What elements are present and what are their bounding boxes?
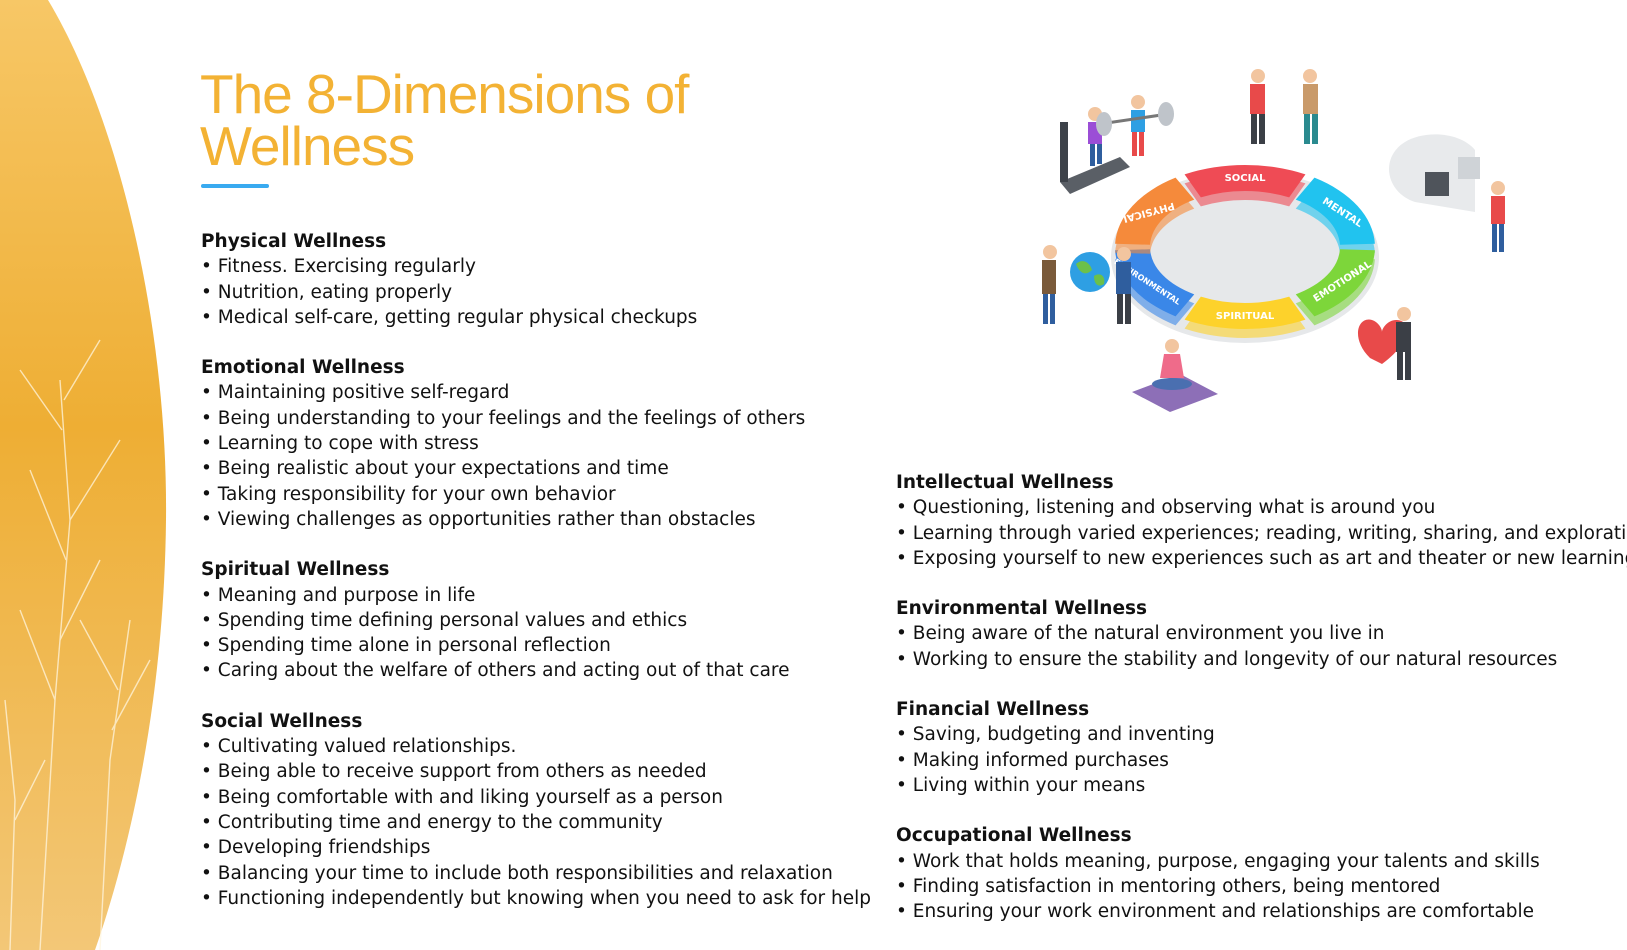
list-item: Cultivating valued relationships. bbox=[201, 734, 881, 759]
list-item: Balancing your time to include both resp… bbox=[201, 861, 881, 886]
section-spiritual-wellness: Spiritual Wellness Meaning and purpose i… bbox=[201, 557, 881, 683]
list-item: Caring about the welfare of others and a… bbox=[201, 658, 881, 683]
bullet-list: Fitness. Exercising regularly Nutrition,… bbox=[201, 254, 881, 330]
section-intellectual-wellness: Intellectual Wellness Questioning, liste… bbox=[896, 470, 1627, 571]
wheel-label: SPIRITUAL bbox=[1216, 311, 1275, 322]
handshake-people-icon bbox=[1250, 69, 1318, 144]
list-item: Medical self-care, getting regular physi… bbox=[201, 305, 881, 330]
list-item: Fitness. Exercising regularly bbox=[201, 254, 881, 279]
section-heading: Occupational Wellness bbox=[896, 825, 1132, 847]
list-item: Exposing yourself to new experiences suc… bbox=[896, 546, 1627, 571]
list-item: Making informed purchases bbox=[896, 748, 1616, 773]
right-column: Intellectual Wellness Questioning, liste… bbox=[896, 470, 1627, 949]
section-heading: Intellectual Wellness bbox=[896, 472, 1114, 493]
wheel-segment-social bbox=[1184, 165, 1306, 198]
list-item: Functioning independently but knowing wh… bbox=[201, 886, 881, 911]
puzzle-head-icon bbox=[1388, 134, 1505, 252]
section-heading: Emotional Wellness bbox=[201, 357, 405, 379]
section-social-wellness: Social Wellness Cultivating valued relat… bbox=[201, 709, 881, 911]
bullet-list: Work that holds meaning, purpose, engagi… bbox=[896, 849, 1616, 925]
list-item: Developing friendships bbox=[201, 835, 881, 860]
list-item: Being comfortable with and liking yourse… bbox=[201, 785, 881, 810]
weightlifter-icon bbox=[1096, 95, 1174, 156]
bullet-list: Being aware of the natural environment y… bbox=[896, 621, 1616, 672]
list-item: Questioning, listening and observing wha… bbox=[896, 495, 1616, 520]
page-title: The 8-Dimensions of Wellness bbox=[200, 67, 689, 174]
list-item: Work that holds meaning, purpose, engagi… bbox=[896, 849, 1616, 874]
wheel-segment-physical bbox=[1115, 177, 1195, 245]
wheel-segment-spiritual bbox=[1184, 296, 1306, 329]
list-item: Nutrition, eating properly bbox=[201, 280, 881, 305]
treadmill-figure-icon bbox=[1060, 107, 1130, 194]
list-item: Working to ensure the stability and long… bbox=[896, 647, 1616, 672]
list-item: Contributing time and energy to the comm… bbox=[201, 810, 881, 835]
list-item: Spending time defining personal values a… bbox=[201, 608, 881, 633]
list-item: Learning through varied experiences; rea… bbox=[896, 521, 1627, 546]
section-heading: Environmental Wellness bbox=[896, 598, 1148, 620]
list-item: Meaning and purpose in life bbox=[201, 583, 881, 608]
title-line-1: The 8-Dimensions of bbox=[200, 63, 689, 125]
globe-people-icon bbox=[1042, 245, 1131, 324]
section-emotional-wellness: Emotional Wellness Maintaining positive … bbox=[201, 355, 881, 532]
title-underline bbox=[201, 184, 269, 188]
wheel-segment-mental bbox=[1295, 177, 1375, 245]
list-item: Ensuring your work environment and relat… bbox=[896, 899, 1616, 924]
list-item: Maintaining positive self-regard bbox=[201, 380, 881, 405]
list-item: Viewing challenges as opportunities rath… bbox=[201, 507, 881, 532]
wheel-segment-environmental bbox=[1115, 249, 1195, 317]
heart-person-icon bbox=[1357, 307, 1411, 380]
yoga-person-icon bbox=[1132, 339, 1218, 412]
title-line-2: Wellness bbox=[200, 115, 415, 177]
section-heading: Spiritual Wellness bbox=[201, 559, 390, 581]
section-heading: Physical Wellness bbox=[201, 231, 387, 252]
bullet-list: Saving, budgeting and inventing Making i… bbox=[896, 722, 1616, 798]
list-item: Saving, budgeting and inventing bbox=[896, 722, 1616, 747]
section-physical-wellness: Physical Wellness Fitness. Exercising re… bbox=[201, 229, 881, 330]
section-environmental-wellness: Environmental Wellness Being aware of th… bbox=[896, 596, 1616, 672]
list-item: Spending time alone in personal reflecti… bbox=[201, 633, 881, 658]
bullet-list: Maintaining positive self-regard Being u… bbox=[201, 380, 881, 532]
bullet-list: Meaning and purpose in life Spending tim… bbox=[201, 583, 881, 684]
decorative-background-arc bbox=[0, 0, 167, 950]
wellness-wheel-illustration: SOCIALMENTALEMOTIONALSPIRITUALENVIRONMEN… bbox=[1042, 69, 1505, 412]
section-heading: Financial Wellness bbox=[896, 699, 1090, 721]
list-item: Learning to cope with stress bbox=[201, 431, 881, 456]
bullet-list: Cultivating valued relationships. Being … bbox=[201, 734, 881, 911]
list-item: Living within your means bbox=[896, 773, 1616, 798]
list-item: Being aware of the natural environment y… bbox=[896, 621, 1616, 646]
list-item: Finding satisfaction in mentoring others… bbox=[896, 874, 1616, 899]
list-item: Being realistic about your expectations … bbox=[201, 456, 881, 481]
wheel-segment-emotional bbox=[1295, 249, 1375, 317]
bullet-list: Questioning, listening and observing wha… bbox=[896, 495, 1627, 571]
section-financial-wellness: Financial Wellness Saving, budgeting and… bbox=[896, 697, 1616, 798]
list-item: Taking responsibility for your own behav… bbox=[201, 482, 881, 507]
wheel-label: SOCIAL bbox=[1225, 173, 1267, 184]
left-column: Physical Wellness Fitness. Exercising re… bbox=[201, 229, 881, 936]
section-heading: Social Wellness bbox=[201, 710, 363, 732]
list-item: Being able to receive support from other… bbox=[201, 759, 881, 784]
list-item: Being understanding to your feelings and… bbox=[201, 406, 881, 431]
section-occupational-wellness: Occupational Wellness Work that holds me… bbox=[896, 823, 1616, 924]
wellness-wheel: SOCIALMENTALEMOTIONALSPIRITUALENVIRONMEN… bbox=[1111, 165, 1379, 343]
